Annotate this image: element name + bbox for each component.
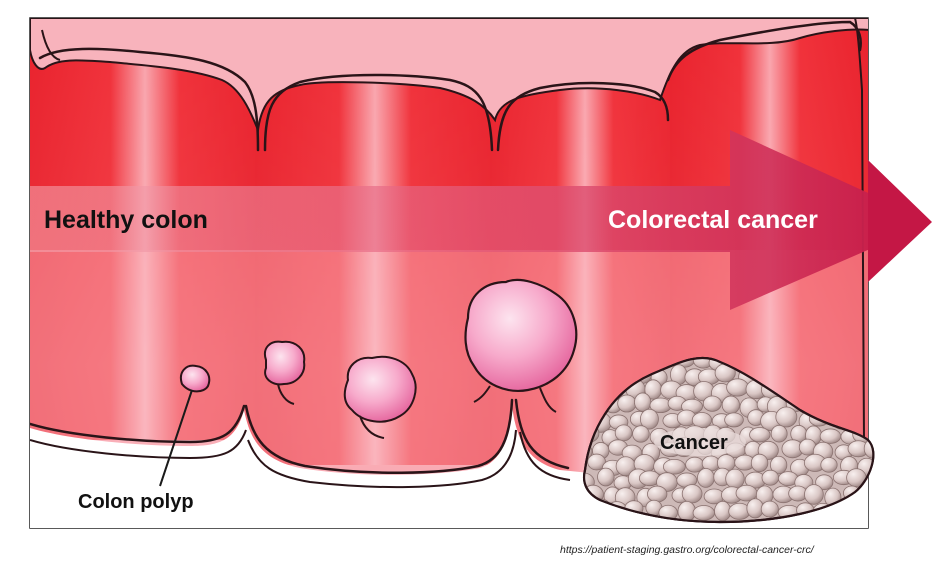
tumor-cell [617,394,637,413]
tumor-cell [697,468,715,488]
tumor-cell [815,474,834,491]
tumor-cell [724,412,744,428]
tumor-cell [725,468,745,489]
label-cancer: Cancer [660,432,728,454]
tumor-cell [750,453,769,473]
tumor-cell [770,424,788,443]
polyp-stage-3 [343,355,417,439]
tumor-cell [761,469,780,486]
tumor-cell [872,366,874,387]
label-colon-polyp: Colon polyp [78,491,194,513]
tumor-cell [775,406,798,428]
tumor-cell [749,427,771,443]
tumor-cell [702,395,722,412]
tumor-label-backdrop [654,428,746,456]
progression-arrow [30,130,868,310]
tumor-cell [876,425,894,444]
label-healthy-colon: Healthy colon [44,206,208,234]
label-colorectal-cancer: Colorectal cancer [608,206,818,234]
tumor-cell [819,428,842,444]
tumor-cell [681,484,703,504]
tumor-cell [877,489,894,505]
tumor-cell [804,484,824,505]
tumor-cell [692,505,715,521]
tumor-cell [647,485,668,503]
tumor-cell [875,398,894,415]
tumor-cell [662,458,686,475]
tumor-cell [639,408,659,430]
tumor-cell [760,500,779,518]
polyp-pointer [159,389,193,487]
tumor-cell [769,455,788,475]
tumor-cell [726,378,749,397]
polyp-stage-2 [264,340,306,405]
tumor-cell [820,457,838,473]
tumor-cell [614,424,633,442]
tumor-cell [634,392,652,412]
source-credit: https://patient-staging.gastro.org/color… [560,544,814,556]
polyp-stage-1 [180,364,211,393]
polyp-stage-4 [464,278,578,413]
tumor-cell [871,456,874,477]
lower-lining [30,405,600,528]
tumor-cell [721,395,740,415]
tumor-cell [632,425,650,443]
tumor-cell [597,467,615,487]
